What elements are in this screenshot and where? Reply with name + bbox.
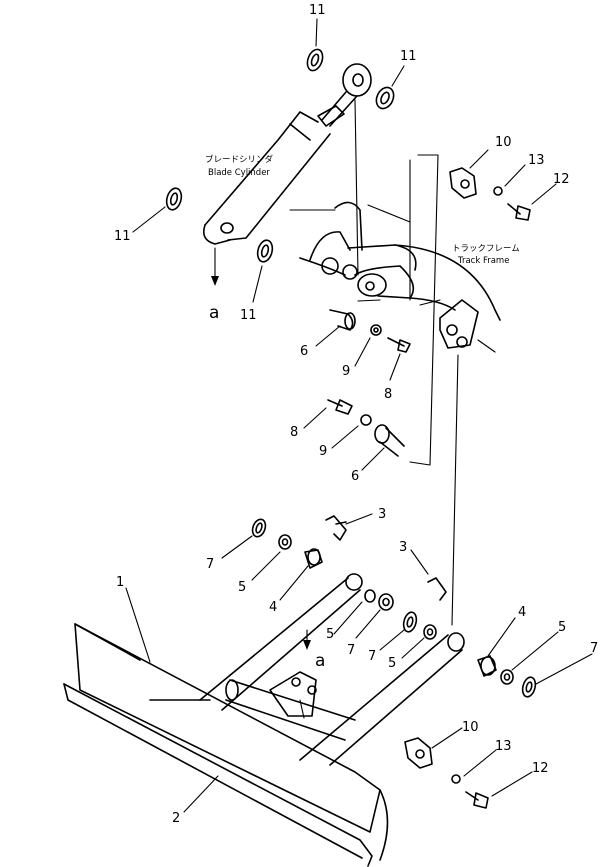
- part-number-12: 12: [553, 172, 570, 187]
- part-number-3: 3: [378, 507, 386, 522]
- part-number-6: 6: [300, 344, 308, 359]
- part-number-11: 11: [240, 308, 257, 323]
- pin-assembly-low: [327, 399, 405, 457]
- pin-assembly-upper: [449, 167, 531, 221]
- washers-11: [165, 48, 395, 263]
- part-number-4: 4: [269, 600, 277, 615]
- part-number-11: 11: [114, 229, 131, 244]
- part-number-13: 13: [495, 739, 512, 754]
- part-number-7: 7: [590, 641, 598, 656]
- part-number-8: 8: [290, 425, 298, 440]
- part-number-6: 6: [351, 469, 359, 484]
- part-number-3: 3: [399, 540, 407, 555]
- reference-a-top: a: [209, 303, 219, 323]
- part-number-5: 5: [238, 580, 246, 595]
- part-number-5: 5: [558, 620, 566, 635]
- part-number-1: 1: [116, 575, 124, 590]
- pin-assembly-mid: [329, 309, 411, 353]
- right-arm-parts: [477, 655, 537, 698]
- part-number-9: 9: [342, 364, 350, 379]
- part-number-11: 11: [400, 49, 417, 64]
- part-number-5: 5: [388, 656, 396, 671]
- track-frame-label-jp: トラックフレーム: [452, 244, 520, 254]
- part-number-7: 7: [347, 643, 355, 658]
- part-number-8: 8: [384, 387, 392, 402]
- part-number-7: 7: [206, 557, 214, 572]
- blade-cylinder-label-en: Blade Cylinder: [208, 168, 270, 178]
- part-number-2: 2: [172, 811, 180, 826]
- reference-a-mid: a: [315, 651, 325, 671]
- blade-cylinder-label-jp: ブレードシリンダ: [205, 154, 274, 165]
- part-number-13: 13: [528, 153, 545, 168]
- part-number-4: 4: [518, 605, 526, 620]
- part-number-7: 7: [368, 649, 376, 664]
- pin-assembly-bottom: [404, 737, 489, 809]
- left-arm-parts: [251, 515, 347, 569]
- part-number-12: 12: [532, 761, 549, 776]
- mid-arm-parts: [364, 577, 447, 640]
- part-number-9: 9: [319, 444, 327, 459]
- blade-cylinder: [202, 63, 372, 286]
- part-number-5: 5: [326, 627, 334, 642]
- leader-lines: [125, 18, 593, 813]
- part-number-11: 11: [309, 3, 326, 18]
- part-number-10: 10: [462, 720, 479, 735]
- track-frame: [289, 99, 501, 626]
- blade-frame: [63, 573, 465, 867]
- track-frame-label-en: Track Frame: [457, 256, 509, 266]
- part-number-10: 10: [495, 135, 512, 150]
